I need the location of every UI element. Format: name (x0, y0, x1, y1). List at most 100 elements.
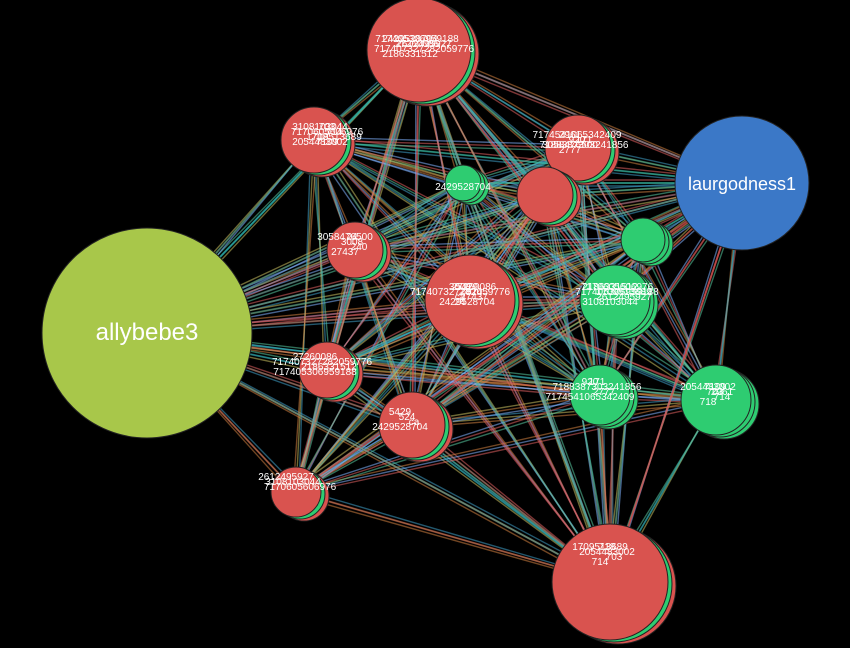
node-red-left-low[interactable] (298, 341, 364, 403)
graph-edge (459, 185, 604, 399)
cluster-label: 3058476500 (317, 232, 373, 243)
graph-edge (326, 182, 743, 371)
cluster-label: 2961 (711, 387, 734, 398)
graph-edge (577, 147, 611, 583)
cluster-label: 3108103044 (292, 122, 348, 133)
cluster-label: 3058476500 (542, 140, 598, 151)
graph-edge (411, 182, 743, 426)
cluster-label: 703 (606, 552, 623, 563)
cluster-label: 7109 (704, 382, 727, 393)
graph-edge (465, 179, 608, 580)
node-red-mid-1[interactable] (326, 221, 392, 283)
node-circle (680, 364, 752, 436)
node-circle (674, 115, 810, 251)
node-center-right[interactable] (620, 217, 674, 267)
cluster-label: 27260086 (395, 39, 440, 50)
graph-edge (411, 399, 717, 426)
graph-edge (323, 185, 467, 374)
node-laurgodness1[interactable] (674, 115, 810, 251)
node-circle (378, 391, 446, 459)
node-red-bottom-left[interactable] (270, 466, 330, 522)
node-top-hub[interactable] (366, 0, 480, 107)
graph-edge (292, 402, 720, 496)
graph-edge (580, 150, 598, 399)
cluster-label: 2186331512 (301, 362, 357, 373)
node-circle (424, 254, 516, 346)
graph-edge (310, 142, 614, 586)
node-allybebe3[interactable] (41, 227, 253, 439)
graph-edge (323, 372, 604, 399)
graph-edge (609, 182, 743, 583)
cluster-label: 717407327282059776 (374, 44, 475, 55)
graph-edge (411, 49, 420, 426)
graph-edge (298, 396, 714, 490)
cluster-label: 24 (454, 297, 466, 308)
node-bottom-hub[interactable] (551, 523, 677, 645)
graph-edge (418, 49, 601, 396)
graph-edge (609, 182, 743, 583)
cluster-label: 7170605606976 (264, 482, 337, 493)
cluster-label: 171 (576, 135, 593, 146)
cluster-label: 2429528704 (372, 422, 428, 433)
cluster-label: 2186331512 (382, 49, 438, 60)
graph-edge (354, 249, 611, 583)
cluster-label: 27260086 (452, 282, 497, 293)
node-mid-right-cluster[interactable] (569, 364, 639, 430)
node-circle (544, 114, 612, 182)
node-ul-cluster[interactable] (280, 106, 356, 178)
cluster-label: 171 (589, 377, 606, 388)
cluster-label: 714 (326, 127, 343, 138)
node-red-mid-3[interactable] (378, 391, 454, 463)
cluster-label: 2612495927 (258, 472, 314, 483)
node-circle (366, 0, 472, 103)
cluster-label: 920 (569, 135, 586, 146)
graph-edge (316, 142, 325, 374)
node-circle (551, 523, 669, 641)
node-circle (444, 164, 482, 202)
node-circle (620, 217, 666, 263)
node-label-laurgodness1: laurgodness1 (688, 174, 796, 194)
cluster-label: 2612495927 (396, 39, 452, 50)
node-green-node[interactable] (444, 164, 490, 206)
graph-edge (351, 236, 647, 248)
cluster-label: 27260086 (293, 352, 338, 363)
cluster-label: 718 (599, 542, 616, 553)
node-ur-cluster[interactable] (544, 114, 620, 186)
cluster-label: 2186331512 (582, 282, 638, 293)
node-red-mid-2[interactable] (516, 166, 582, 228)
cluster-label: 2961 (559, 130, 582, 141)
cluster-label: 3108103044 (582, 297, 638, 308)
node-right-mid-cluster[interactable] (579, 264, 659, 340)
cluster-label: 7174541065342409 (533, 130, 622, 141)
cluster-label: 920 (582, 377, 599, 388)
cluster-label: 3108103044 (265, 477, 321, 488)
graph-edge (326, 369, 601, 396)
node-right-low-cluster[interactable] (680, 364, 760, 440)
graph-edge (313, 139, 743, 184)
cluster-label: 7170605606976 (291, 127, 364, 138)
graph-edge (354, 249, 717, 401)
node-label-green-node: 2429528704 (435, 182, 491, 193)
cluster-label: ca (455, 292, 466, 303)
cluster-label: 5429 (456, 282, 479, 293)
cluster-label: 717407327282059776 (272, 357, 373, 368)
graph-edge (462, 182, 611, 583)
cluster-label: 524 (399, 412, 416, 423)
node-circle (569, 364, 631, 426)
cluster-label: 1709513689 (572, 542, 628, 553)
graph-edge (580, 150, 714, 404)
graph-edge (326, 369, 611, 583)
cluster-label: 240 (459, 287, 476, 298)
cluster-label: 7188387303241856 (540, 140, 629, 151)
cluster-label: 703 (707, 387, 724, 398)
graph-edge (295, 299, 616, 493)
graph-edge (313, 139, 743, 184)
node-circle (270, 466, 322, 518)
graph-edge (357, 242, 641, 254)
node-circle (516, 166, 574, 224)
graph-edge (292, 142, 318, 496)
cluster-label: 2054483002 (579, 547, 635, 558)
node-center-cluster[interactable] (424, 254, 524, 350)
graph-edge (313, 139, 717, 401)
cluster-label: 7188387303241856 (553, 382, 642, 393)
